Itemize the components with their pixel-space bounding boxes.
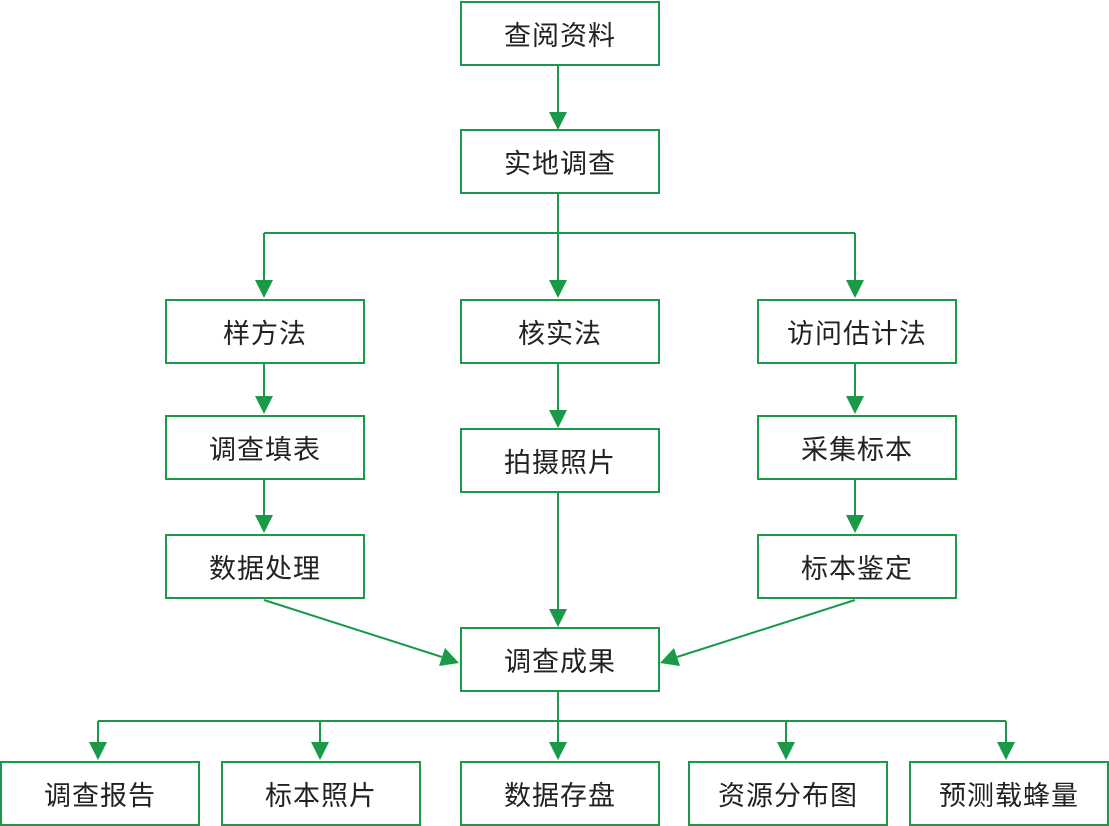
node-data-storage: 数据存盘 (460, 761, 660, 826)
arrowhead (549, 112, 567, 130)
arrowhead (846, 396, 864, 414)
arrowhead (549, 280, 567, 298)
edge-identify-to-results (676, 599, 856, 658)
edge-data-to-results (263, 599, 443, 658)
node-take-photos: 拍摄照片 (460, 428, 660, 493)
arrowhead (255, 515, 273, 533)
arrowhead (846, 280, 864, 298)
arrowhead (255, 396, 273, 414)
node-fill-forms: 调查填表 (165, 415, 365, 480)
arrowhead (549, 609, 567, 627)
node-interview-method: 访问估计法 (757, 299, 957, 364)
node-collect-specimens: 采集标本 (757, 415, 957, 480)
arrowhead (997, 742, 1015, 760)
node-honey-capacity: 预测载蜂量 (909, 761, 1109, 826)
node-field-survey: 实地调查 (460, 129, 660, 194)
node-sample-method: 样方法 (165, 299, 365, 364)
node-resource-map: 资源分布图 (688, 761, 888, 826)
node-consult-materials: 查阅资料 (460, 1, 660, 66)
arrowhead (660, 648, 680, 666)
arrowhead (549, 410, 567, 428)
arrowhead (846, 515, 864, 533)
arrowhead (311, 742, 329, 760)
node-survey-results: 调查成果 (460, 627, 660, 692)
arrowhead (549, 742, 567, 760)
node-survey-report: 调查报告 (0, 761, 200, 826)
node-data-processing: 数据处理 (165, 534, 365, 599)
node-specimen-identification: 标本鉴定 (757, 534, 957, 599)
arrowhead (439, 648, 459, 666)
node-verify-method: 核实法 (460, 299, 660, 364)
arrowhead (777, 742, 795, 760)
node-specimen-photos: 标本照片 (221, 761, 421, 826)
arrowhead (89, 742, 107, 760)
arrowhead (255, 280, 273, 298)
